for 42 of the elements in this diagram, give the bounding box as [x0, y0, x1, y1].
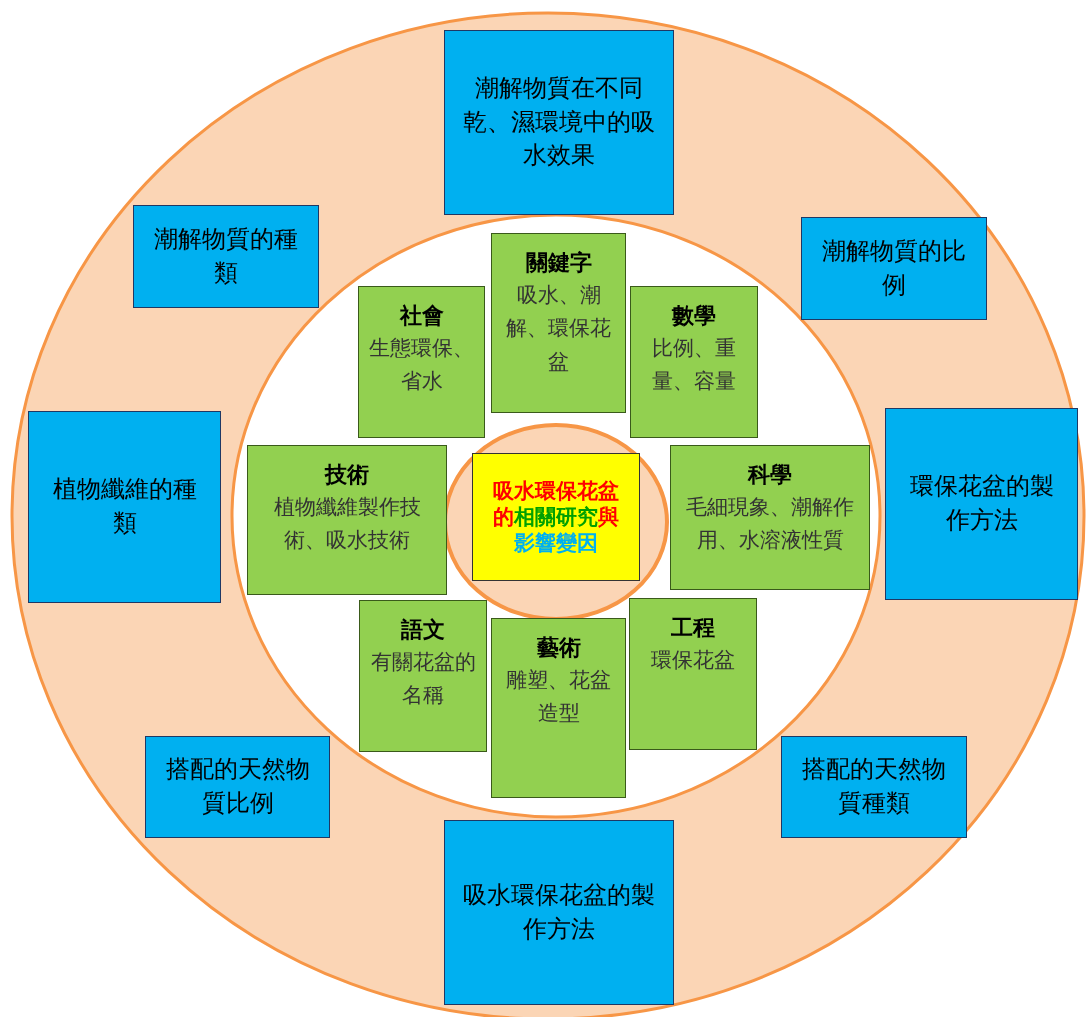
- topic-box: [145, 736, 330, 838]
- central-topic-box: [472, 453, 640, 581]
- topic-text: 潮解物質在不同乾、濕環境中的吸水效果: [462, 73, 656, 172]
- subject-keywords: 植物纖維製作技術、吸水技術: [272, 493, 422, 555]
- subject-keywords: 雕塑、花盆造型: [505, 666, 612, 728]
- topic-box: [444, 30, 674, 215]
- subject-heading: 數學: [672, 302, 716, 330]
- topic-box: [781, 736, 967, 838]
- subject-keywords: 有關花盆的名稱: [369, 648, 477, 710]
- topic-box: [885, 408, 1078, 600]
- subject-heading: 技術: [325, 461, 369, 489]
- subject-box: [491, 618, 626, 798]
- subject-box: [670, 445, 870, 590]
- topic-box: [133, 205, 319, 308]
- subject-box: [491, 233, 626, 413]
- subject-keywords: 生態環保、省水: [368, 334, 475, 396]
- topic-text: 搭配的天然物質比例: [164, 754, 311, 819]
- topic-text: 環保花盆的製作方法: [908, 471, 1055, 536]
- topic-box: [28, 411, 221, 603]
- subject-box: [359, 600, 487, 752]
- subject-box: [358, 286, 485, 438]
- topic-text: 潮解物質的種類: [153, 223, 299, 289]
- subject-box: [247, 445, 447, 595]
- subject-box: [630, 286, 758, 438]
- topic-text: 搭配的天然物質種類: [801, 754, 947, 819]
- subject-heading: 語文: [401, 616, 445, 644]
- subject-box: [629, 598, 757, 750]
- topic-box: [444, 820, 674, 1005]
- subject-heading: 科學: [748, 461, 792, 489]
- subject-keywords: 毛細現象、潮解作用、水溶液性質: [685, 493, 855, 555]
- topic-text: 植物纖維的種類: [51, 474, 198, 539]
- topic-text: 吸水環保花盆的製作方法: [462, 879, 656, 945]
- subject-heading: 社會: [399, 302, 444, 330]
- subject-heading: 關鍵字: [525, 249, 592, 277]
- subject-keywords: 環保花盆: [650, 646, 736, 674]
- subject-heading: 藝術: [536, 634, 581, 662]
- topic-text: 潮解物質的比例: [821, 235, 967, 301]
- subject-keywords: 比例、重量、容量: [651, 334, 737, 396]
- subject-heading: 工程: [671, 614, 715, 642]
- topic-box: [801, 217, 987, 320]
- subject-keywords: 吸水、潮解、環保花盆: [505, 281, 612, 376]
- central-topic-text: 吸水環保花盆的相關研究與 影響變因: [492, 477, 620, 557]
